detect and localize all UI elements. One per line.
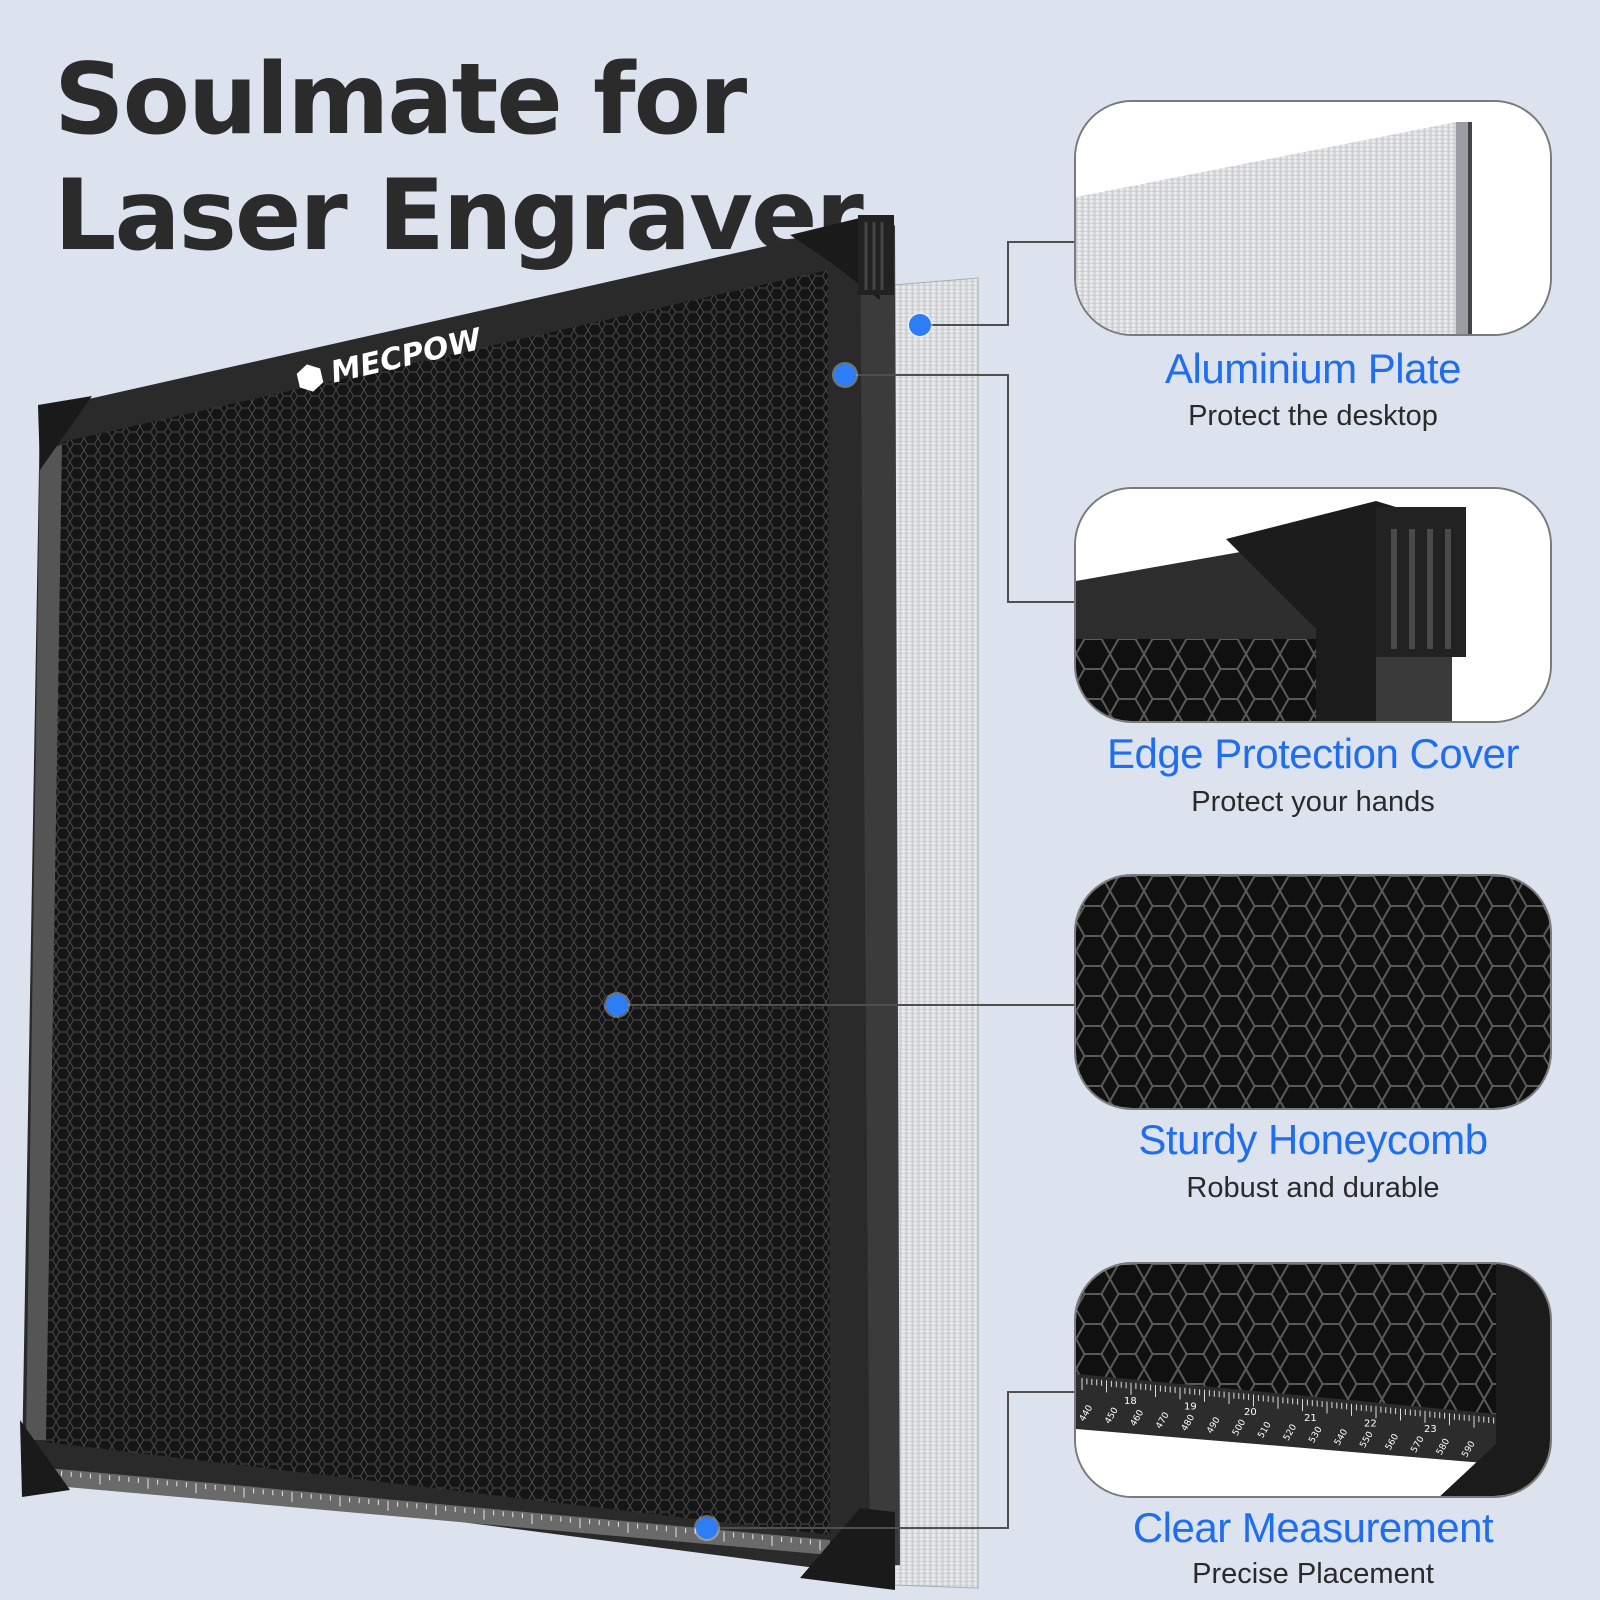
mecpow-logo-icon xyxy=(296,364,324,392)
hotspot-aluminium[interactable] xyxy=(909,314,931,336)
hotspot-measurement[interactable] xyxy=(696,1517,718,1539)
corner-vent-top-right xyxy=(858,215,894,295)
feature-title-measurement: Clear Measurement xyxy=(1132,1504,1494,1551)
ruler-label-inch: 19 xyxy=(1184,1402,1197,1413)
corner-cover-top-left xyxy=(38,396,92,470)
hotspot-honeycomb[interactable] xyxy=(606,994,628,1016)
feature-subtitle-measurement: Precise Placement xyxy=(1192,1558,1434,1590)
measurement-ruler-ticks xyxy=(1081,1378,1495,1428)
title-line-2: Laser Engraver xyxy=(54,159,864,273)
aluminium-plate xyxy=(892,277,979,1589)
corner-cover-bottom-left xyxy=(20,1420,70,1497)
feature-title-aluminium: Aluminium Plate xyxy=(1165,345,1461,392)
corner-vent-slots xyxy=(864,222,884,290)
ruler-label-inch: 20 xyxy=(1244,1407,1257,1418)
ruler-label-inch: 18 xyxy=(1124,1396,1137,1407)
ruler-label-inch: 22 xyxy=(1364,1418,1377,1429)
bottom-ruler xyxy=(44,1468,830,1555)
feature-subtitle-honeycomb: Robust and durable xyxy=(1186,1172,1440,1204)
ruler-label-inch: 23 xyxy=(1424,1424,1437,1435)
title-line-1: Soulmate for xyxy=(54,43,747,157)
ruler-label-inch: 21 xyxy=(1304,1413,1317,1424)
feature-card-edge-protection xyxy=(1074,487,1552,723)
page-title: Soulmate for Laser Engraver xyxy=(54,42,864,274)
bottom-ruler-ticks xyxy=(51,1470,821,1551)
corner-cover-top-right xyxy=(790,215,880,300)
feature-subtitle-aluminium: Protect the desktop xyxy=(1188,400,1438,432)
feature-card-honeycomb xyxy=(1074,874,1552,1110)
feature-title-edge: Edge Protection Cover xyxy=(1106,730,1520,777)
feature-title-honeycomb: Sturdy Honeycomb xyxy=(1138,1116,1488,1163)
feature-card-aluminium-plate xyxy=(1074,100,1552,336)
hotspot-edge-cover[interactable] xyxy=(834,364,856,386)
left-ruler xyxy=(26,445,62,1440)
honeycomb-mesh xyxy=(45,270,830,1535)
feature-subtitle-edge: Protect your hands xyxy=(1191,786,1435,818)
